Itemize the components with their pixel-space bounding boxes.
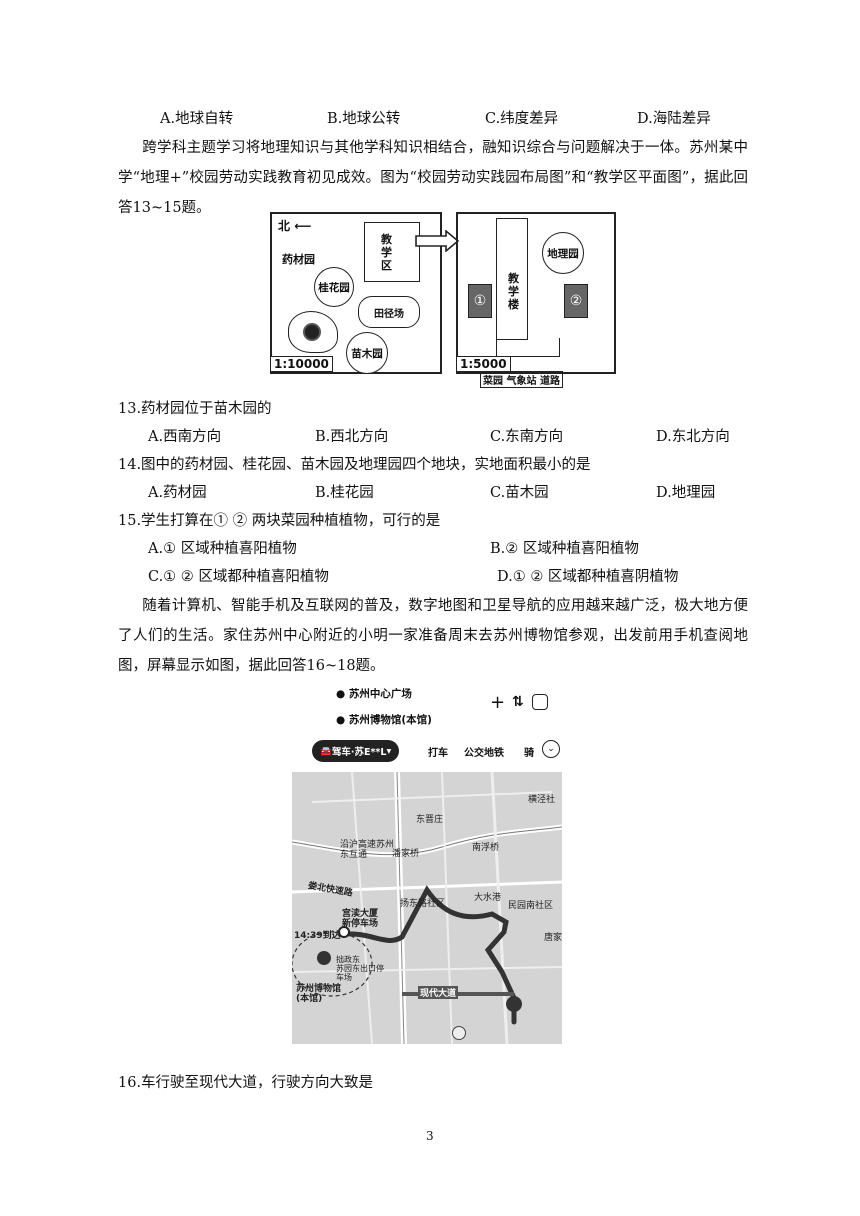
teaching-area-label: 教学区	[381, 233, 392, 272]
map-label-dongjinzhuang: 东晋庄	[416, 815, 444, 825]
map-label-panjiaqiao: 潘家桥	[392, 849, 420, 859]
swap-icon[interactable]: ⇅	[512, 694, 524, 710]
map-label-gongdu-building: 宫渎大厦	[342, 909, 379, 919]
osmanthus-garden-circle: 桂花园	[314, 267, 354, 307]
map-label-nanfuqiao: 南浮桥	[472, 843, 500, 853]
more-options-icon[interactable]: ⌄	[542, 740, 560, 758]
intro-2-text: 随着计算机、智能手机及互联网的普及，数字地图和卫星导航的应用越来越广泛，极大地方…	[118, 598, 748, 674]
mode-bike-tab[interactable]: 骑	[524, 748, 534, 759]
map-view[interactable]: 东晋庄 横泾社 沿沪高速苏州东互通 潘家桥 南浮桥 娄北快速路 扬东路社区 大水…	[292, 772, 562, 1044]
teaching-area-plan: 教学楼 地理园 ① ② 1:5000	[456, 212, 616, 374]
origin-dot-icon: ●	[336, 688, 349, 700]
map-label-yangdong: 扬东路社区	[400, 899, 446, 909]
q15-option-b: B.② 区域种植喜阳植物	[490, 541, 639, 557]
origin-row: ● 苏州中心广场	[336, 686, 412, 701]
plot-1: ①	[468, 284, 492, 318]
q15-stem: 15.学生打算在① ② 两块菜园种植植物，可行的是	[118, 513, 441, 529]
teaching-building	[496, 218, 528, 340]
map-label-minyuannan: 民园南社区	[508, 901, 554, 911]
compass-icon[interactable]	[452, 1026, 466, 1040]
plot-2: ②	[564, 284, 588, 318]
q14-option-d: D.地理园	[656, 485, 716, 501]
q13-option-d: D.东北方向	[656, 429, 730, 445]
q14-option-c: C.苗木园	[490, 485, 549, 501]
campus-layout-figure: 北 ⟵ 药材园 教学区 桂花园 田径场 苗木园 1:10000 教学楼 地理园 …	[270, 208, 616, 388]
mode-drive-button[interactable]: 🚘 驾车·苏E**L ▾	[312, 740, 400, 762]
intro-paragraph-2: 随着计算机、智能手机及互联网的普及，数字地图和卫星导航的应用越来越广泛，极大地方…	[118, 591, 748, 681]
teaching-area-box: 教学区	[364, 222, 420, 282]
mode-taxi-tab[interactable]: 打车	[428, 748, 448, 759]
chevron-down-icon: ▾	[386, 745, 392, 757]
q14-option-a: A.药材园	[148, 485, 207, 501]
map-label-xiandai-avenue: 现代大道	[418, 986, 459, 999]
q15-option-c: C.① ② 区域都种植喜阳植物	[148, 569, 329, 585]
car-icon: 🚘	[320, 745, 332, 757]
legend: 菜园 气象站 道路	[480, 371, 563, 388]
route-header-panel: ● 苏州中心广场 ● 苏州博物馆(本馆) + ⇅ 🚘 驾车·苏E**L ▾ 打车…	[298, 676, 560, 773]
q12-option-d: D.海陆差异	[637, 111, 711, 127]
q15-option-d: D.① ② 区域都种植喜阴植物	[497, 569, 679, 585]
map-label-suyuan-parking: 苏园东出口停车场	[336, 964, 384, 982]
nursery-garden-circle: 苗木园	[346, 332, 388, 374]
page-number: 3	[426, 1129, 434, 1143]
map-label-arrival-time: 14:39到达	[294, 931, 341, 941]
intro-paragraph-1: 跨学科主题学习将地理知识与其他学科知识相结合，融知识综合与问题解决于一体。苏州某…	[118, 133, 748, 223]
campus-layout-map: 北 ⟵ 药材园 教学区 桂花园 田径场 苗木园 1:10000	[270, 212, 442, 374]
mode-transit-tab[interactable]: 公交地铁	[464, 748, 504, 759]
destination-text[interactable]: 苏州博物馆(本馆)	[348, 714, 432, 726]
teaching-building-wing	[496, 338, 560, 357]
map-label-hengjing: 横泾社	[528, 795, 556, 805]
q12-option-b: B.地球公转	[327, 111, 401, 127]
q15-option-a: A.① 区域种植喜阳植物	[148, 541, 297, 557]
map-label-dashuigang: 大水港	[474, 893, 502, 903]
map-label-expressway-interchange: 沿沪高速苏州东互通	[340, 840, 395, 860]
weather-station-icon	[303, 323, 321, 341]
track-field: 田径场	[358, 296, 420, 328]
add-waypoint-icon[interactable]: +	[490, 692, 506, 713]
geography-garden-circle: 地理园	[542, 232, 584, 274]
scale-left: 1:10000	[270, 356, 333, 372]
weather-station-area	[288, 311, 338, 353]
destination-row: ● 苏州博物馆(本馆)	[336, 712, 432, 727]
map-label-new-parking: 新停车场	[342, 919, 379, 929]
herb-garden-label: 药材园	[282, 253, 315, 266]
teaching-building-label: 教学楼	[508, 272, 519, 311]
north-label: 北 ⟵	[278, 219, 312, 233]
q12-option-a: A.地球自转	[160, 111, 234, 127]
map-label-zhuozheng: 拙政东	[336, 955, 360, 964]
zoom-arrow-icon	[415, 230, 460, 252]
map-label-museum: 苏州博物馆(本馆)	[296, 984, 342, 1004]
phone-map-figure: ● 苏州中心广场 ● 苏州博物馆(本馆) + ⇅ 🚘 驾车·苏E**L ▾ 打车…	[292, 676, 562, 1044]
map-label-tangjia: 唐家	[544, 933, 562, 943]
legend-text: 菜园 气象站 道路	[483, 376, 560, 387]
q12-option-c: C.纬度差异	[485, 111, 559, 127]
scale-right: 1:5000	[456, 356, 511, 372]
q14-option-b: B.桂花园	[315, 485, 374, 501]
q13-stem: 13.药材园位于苗木园的	[118, 401, 272, 417]
destination-dot-icon: ●	[336, 714, 349, 726]
q13-option-c: C.东南方向	[490, 429, 564, 445]
q16-stem: 16.车行驶至现代大道，行驶方向大致是	[118, 1075, 374, 1091]
q14-stem: 14.图中的药材园、桂花园、苗木园及地理园四个地块，实地面积最小的是	[118, 457, 591, 473]
q13-option-b: B.西北方向	[315, 429, 389, 445]
q13-option-a: A.西南方向	[148, 429, 222, 445]
profile-icon[interactable]	[532, 694, 548, 710]
origin-text[interactable]: 苏州中心广场	[348, 688, 412, 700]
intro-1-text: 跨学科主题学习将地理知识与其他学科知识相结合，融知识综合与问题解决于一体。苏州某…	[118, 140, 748, 216]
